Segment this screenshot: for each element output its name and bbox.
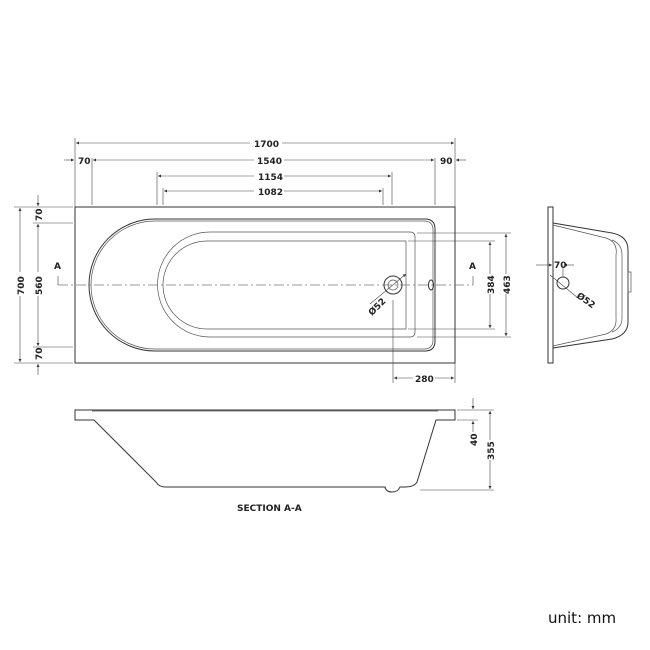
dim-463: 463 bbox=[503, 275, 513, 294]
end-overflow-diameter: Ø52 bbox=[574, 290, 597, 311]
bowl-outer-rim bbox=[88, 218, 436, 352]
dim-355: 355 bbox=[487, 441, 497, 460]
waste-diameter-label: Ø52 bbox=[366, 296, 388, 318]
dim-1540: 1540 bbox=[257, 157, 282, 167]
dim-1082: 1082 bbox=[258, 188, 283, 198]
bowl-inner bbox=[157, 231, 416, 338]
overflow bbox=[428, 279, 434, 291]
dim-70-bottom: 70 bbox=[35, 347, 45, 360]
end-view: 70 Ø52 bbox=[536, 206, 632, 364]
dim-90-right: 90 bbox=[440, 157, 453, 167]
dim-70-left: 70 bbox=[78, 157, 91, 167]
dim-1700: 1700 bbox=[254, 140, 279, 150]
section-marker-right: A bbox=[469, 262, 476, 272]
section-marker-left: A bbox=[54, 262, 61, 272]
unit-label: unit: mm bbox=[548, 609, 616, 627]
section-view: 40 355 SECTION A-A bbox=[74, 398, 497, 514]
waste-outlet bbox=[383, 275, 403, 295]
dim-1154: 1154 bbox=[258, 173, 283, 183]
dim-280: 280 bbox=[415, 375, 434, 385]
dim-40: 40 bbox=[470, 433, 480, 446]
dim-70-top: 70 bbox=[35, 208, 45, 221]
dim-70-end: 70 bbox=[554, 261, 567, 271]
section-title: SECTION A-A bbox=[237, 504, 302, 514]
dim-384: 384 bbox=[487, 275, 497, 294]
top-view: A A Ø52 1700 1540 70 90 1154 1082 280 bbox=[14, 137, 513, 385]
dim-560: 560 bbox=[35, 276, 45, 295]
bowl-base bbox=[162, 240, 407, 330]
dim-700: 700 bbox=[17, 276, 27, 295]
